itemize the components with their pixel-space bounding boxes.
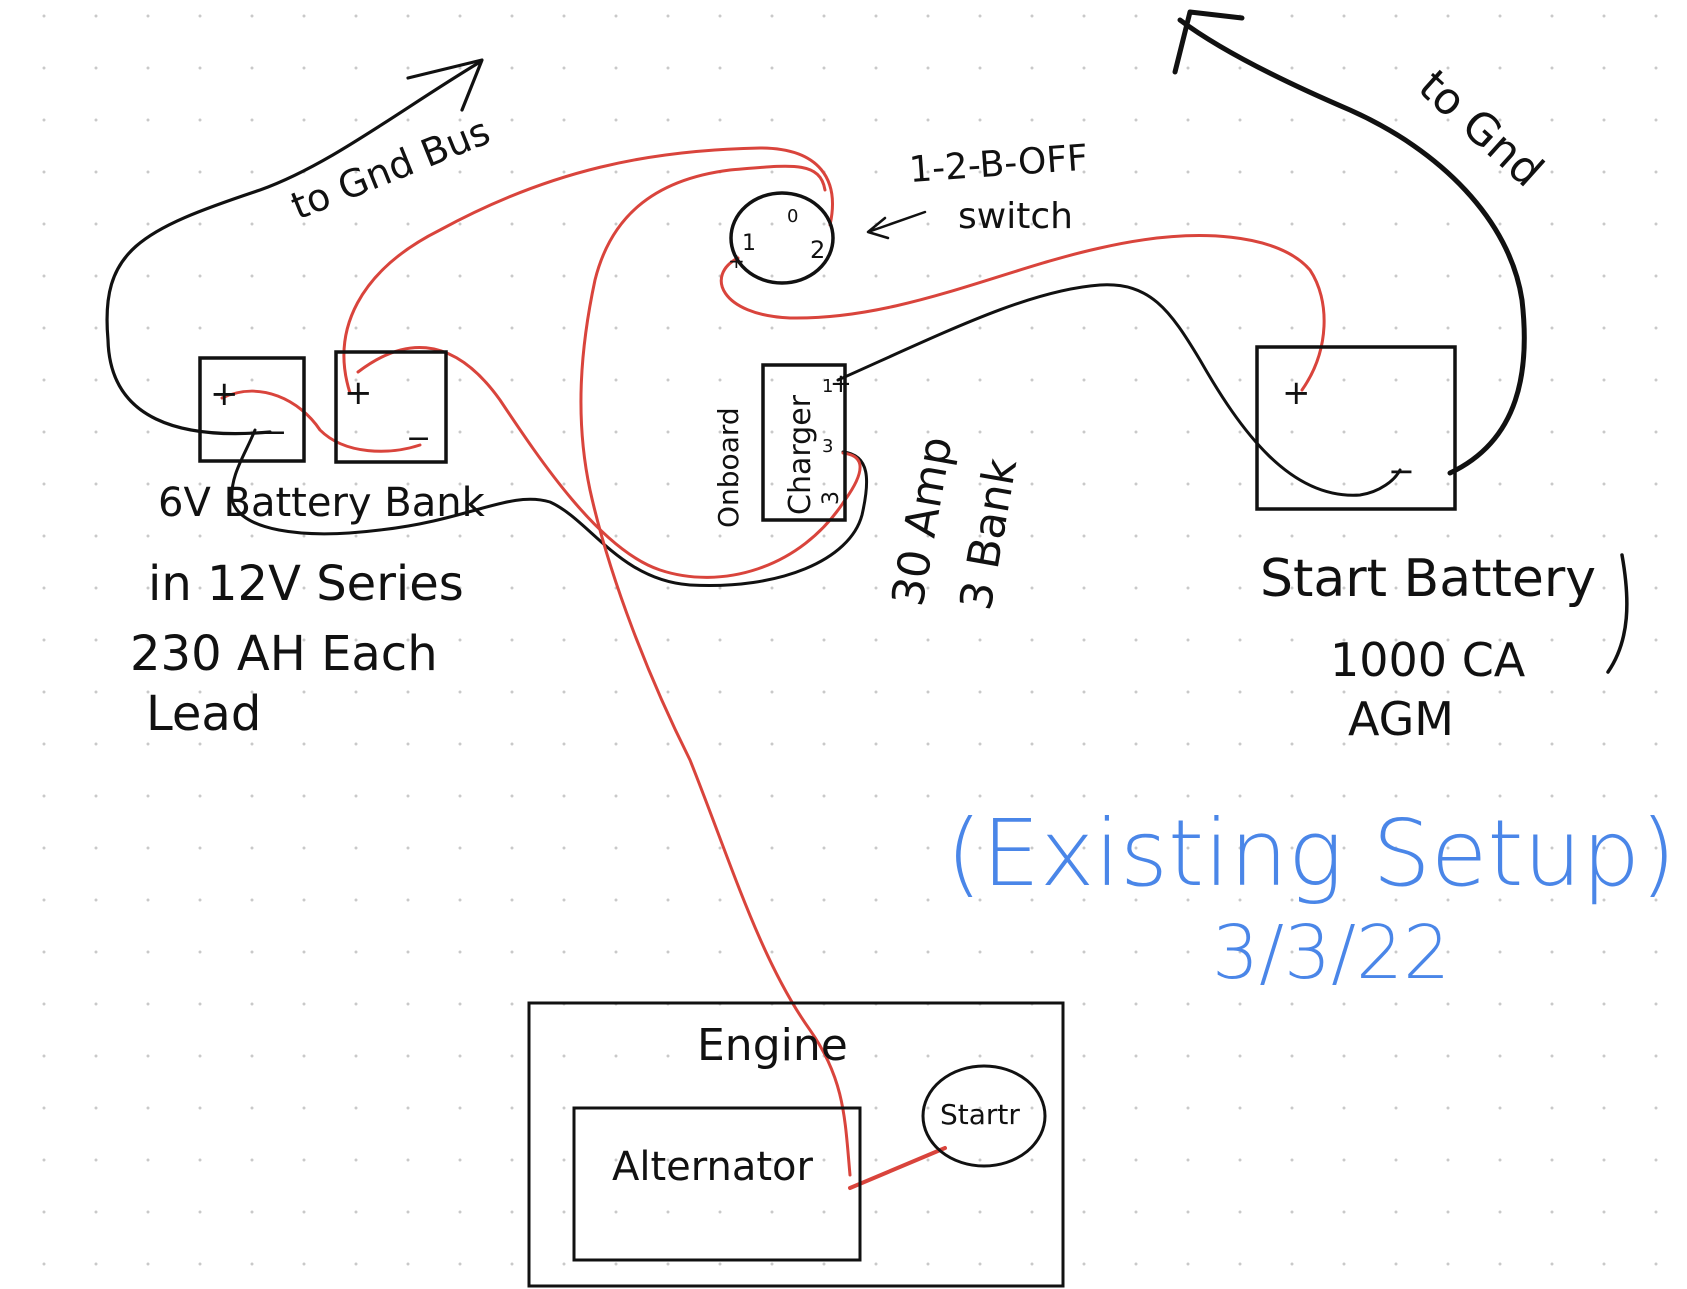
series-label: in 12V Series — [148, 556, 464, 612]
house-left-plus: + — [210, 374, 239, 414]
switch-pos-off: 0 — [787, 206, 798, 227]
arrow-head-gnd-bus — [406, 58, 484, 112]
switch-pos-b: + — [728, 249, 745, 273]
starter-label: Startr — [940, 1098, 1020, 1131]
ground-wire-house-bank — [105, 60, 482, 436]
alternator-to-starter-wire — [848, 1146, 947, 1190]
capacity-label: 230 AH Each — [130, 626, 438, 682]
charger-terminal-3: 3 — [822, 436, 833, 457]
start-battery-minus: − — [1388, 452, 1415, 490]
house-right-plus: + — [344, 373, 373, 413]
house-left-minus: − — [262, 415, 287, 450]
onboard-charger — [761, 363, 847, 522]
start-battery — [1255, 345, 1457, 511]
alternator-box — [572, 1106, 862, 1262]
switch-label: switch — [958, 196, 1073, 237]
charger-to-start-negative-wire — [836, 283, 1402, 497]
switch-pos-1: 1 — [742, 231, 756, 256]
house-right-minus: − — [406, 421, 431, 456]
starter-circle — [921, 1064, 1047, 1168]
alternator-label: Alternator — [612, 1144, 814, 1190]
house-bank-to-switch-wire — [342, 146, 834, 395]
chemistry-label: Lead — [146, 686, 261, 742]
switch-pointer-arrow — [866, 210, 927, 240]
house-bank-series-jumper — [220, 389, 422, 453]
onboard-label: Onboard — [712, 407, 745, 528]
existing-setup-note: (Existing Setup) — [946, 800, 1676, 907]
charger-bank3-negative-wire — [230, 428, 869, 588]
switch-pos-2: 2 — [810, 236, 825, 264]
house-battery-left — [198, 356, 306, 463]
date-note: 3/3/22 — [1212, 910, 1450, 996]
charger-num: 3 — [819, 491, 844, 505]
engine-block — [527, 1001, 1065, 1288]
charger-label: Charger — [783, 394, 818, 515]
start-battery-plus: + — [1282, 373, 1311, 413]
charger-plus: + — [830, 369, 852, 399]
house-battery-right — [334, 350, 448, 464]
start-rating-label: 1000 CA — [1330, 633, 1526, 687]
engine-label: Engine — [697, 1020, 848, 1071]
start-type-label: AGM — [1348, 692, 1454, 746]
switch-to-start-battery-wire — [719, 234, 1326, 392]
ground-wire-start-battery — [1177, 17, 1527, 476]
battery-selector-switch — [729, 191, 835, 285]
start-battery-label: Start Battery — [1260, 549, 1596, 609]
arrow-head-gnd — [1172, 9, 1245, 75]
charger-terminal-1: 1 — [822, 376, 833, 397]
battery-bank-label: 6V Battery Bank — [158, 480, 486, 526]
start-battery-bracket — [1606, 553, 1629, 674]
